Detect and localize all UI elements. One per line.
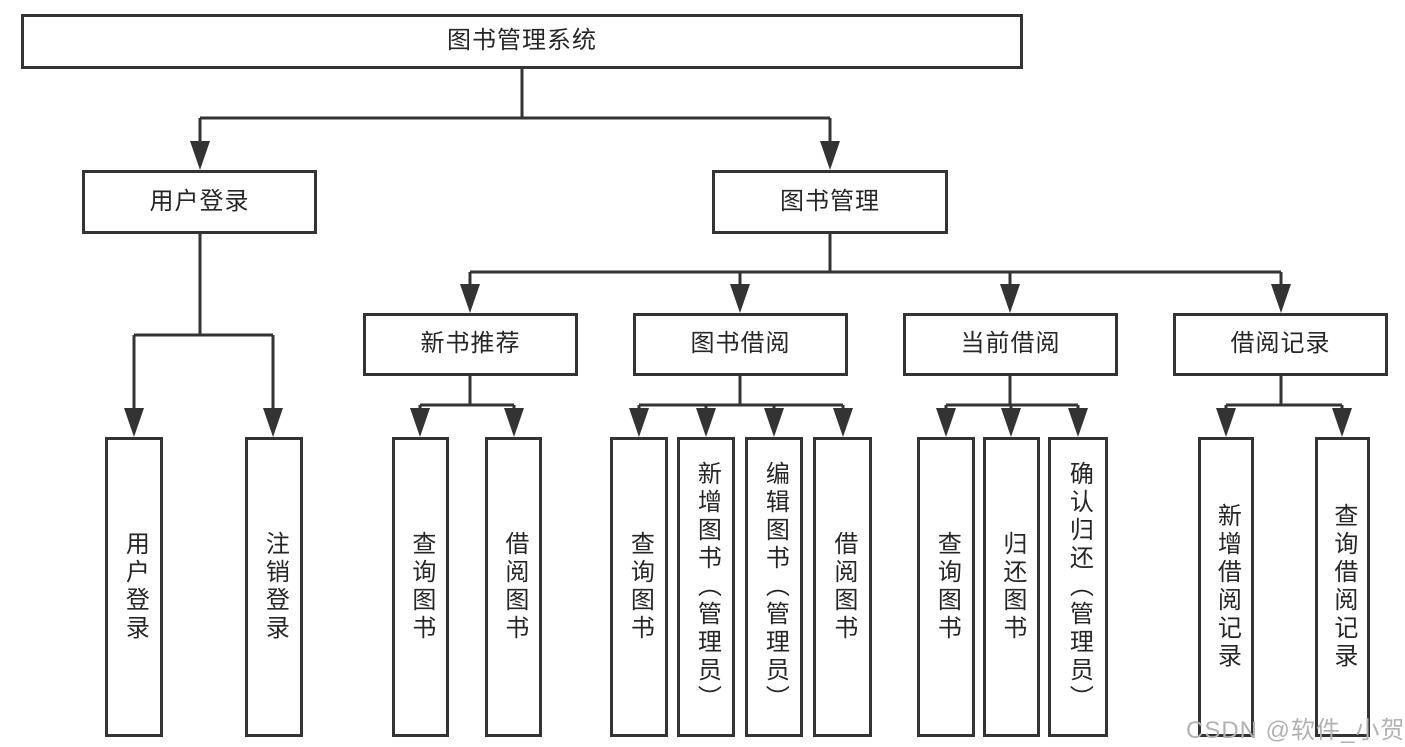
connector-root-to-level2	[190, 69, 840, 170]
node-label: 当前借阅	[960, 330, 1061, 358]
arrowhead-down-icon	[1332, 408, 1352, 437]
node-new-book-recommendation: 新书推荐	[363, 313, 578, 376]
node-label: 查询图书	[407, 531, 435, 643]
node-book-borrowing: 图书借阅	[633, 313, 848, 376]
node-current-borrowing: 当前借阅	[903, 313, 1118, 376]
leaf-records-query-record: 查询借阅记录	[1315, 437, 1370, 737]
arrowhead-down-icon	[833, 408, 853, 437]
leaf-current-confirm-return-admin: 确认归还（管理员）	[1048, 437, 1108, 737]
connector-book-management-to-level3	[460, 234, 1291, 313]
node-label: 借阅图书	[500, 531, 528, 643]
arrowhead-down-icon	[820, 141, 840, 170]
node-label: 借阅图书	[829, 531, 857, 643]
connector-line	[637, 376, 845, 412]
arrowhead-down-icon	[263, 408, 283, 437]
connector-line	[198, 69, 832, 146]
connector-borrow-to-leaves	[629, 376, 853, 437]
arrowhead-down-icon	[1000, 284, 1020, 313]
csdn-watermark: CSDN @软件_小贺同学	[1186, 717, 1405, 744]
leaf-current-return-books: 归还图书	[983, 437, 1040, 737]
connector-user-login-to-leaves	[124, 233, 283, 437]
node-book-management: 图书管理	[712, 170, 948, 234]
leaf-borrow-edit-books-admin: 编辑图书（管理员）	[745, 437, 803, 737]
node-label: 新书推荐	[420, 330, 521, 358]
node-label: 确认归还（管理员）	[1065, 461, 1093, 713]
leaf-recommend-borrow-books: 借阅图书	[485, 437, 542, 737]
arrowhead-down-icon	[1271, 284, 1291, 313]
node-label: 用户登录	[121, 531, 149, 643]
node-label: 借阅记录	[1230, 330, 1331, 358]
connector-recommend-to-leaves	[410, 376, 524, 437]
arrowhead-down-icon	[696, 408, 716, 437]
arrowhead-down-icon	[410, 408, 430, 437]
arrowhead-down-icon	[190, 141, 210, 170]
arrowhead-down-icon	[764, 408, 784, 437]
connector-line	[132, 233, 275, 413]
node-label: 新增图书（管理员）	[693, 461, 721, 713]
node-label: 注销登录	[261, 531, 289, 643]
node-label: 新增借阅记录	[1213, 503, 1241, 671]
node-label: 图书管理系统	[447, 27, 597, 55]
arrowhead-down-icon	[504, 408, 524, 437]
arrowhead-down-icon	[730, 284, 750, 313]
node-label: 图书借阅	[690, 330, 791, 358]
node-label: 用户登录	[149, 187, 250, 215]
connector-line	[418, 376, 516, 412]
node-label: 查询图书	[626, 531, 654, 643]
connector-line	[944, 376, 1080, 412]
connector-line	[1224, 376, 1344, 412]
leaf-borrow-query-books: 查询图书	[610, 437, 668, 737]
node-label: 图书管理	[780, 187, 880, 215]
node-user-login: 用户登录	[82, 170, 317, 234]
arrowhead-down-icon	[1216, 408, 1236, 437]
leaf-recommend-query-books: 查询图书	[392, 437, 449, 737]
leaf-logout: 注销登录	[245, 437, 303, 737]
node-book-management-system: 图书管理系统	[21, 14, 1023, 69]
arrowhead-down-icon	[1001, 408, 1021, 437]
connector-records-to-leaves	[1216, 376, 1352, 437]
connector-current-to-leaves	[936, 376, 1088, 437]
leaf-borrow-add-books-admin: 新增图书（管理员）	[677, 437, 735, 737]
arrowhead-down-icon	[460, 284, 480, 313]
node-label: 编辑图书（管理员）	[761, 461, 789, 713]
node-borrowing-records: 借阅记录	[1173, 313, 1388, 376]
connector-line	[468, 234, 1283, 290]
leaf-current-query-books: 查询图书	[917, 437, 975, 737]
arrowhead-down-icon	[1068, 408, 1088, 437]
arrowhead-down-icon	[124, 408, 144, 437]
node-label: 归还图书	[998, 531, 1026, 643]
node-label: 查询借阅记录	[1329, 503, 1357, 671]
leaf-user-login: 用户登录	[105, 437, 163, 737]
node-label: 查询图书	[933, 531, 961, 643]
leaf-records-add-record: 新增借阅记录	[1198, 437, 1254, 737]
arrowhead-down-icon	[936, 408, 956, 437]
arrowhead-down-icon	[629, 408, 649, 437]
leaf-borrow-borrow-books: 借阅图书	[813, 437, 872, 737]
